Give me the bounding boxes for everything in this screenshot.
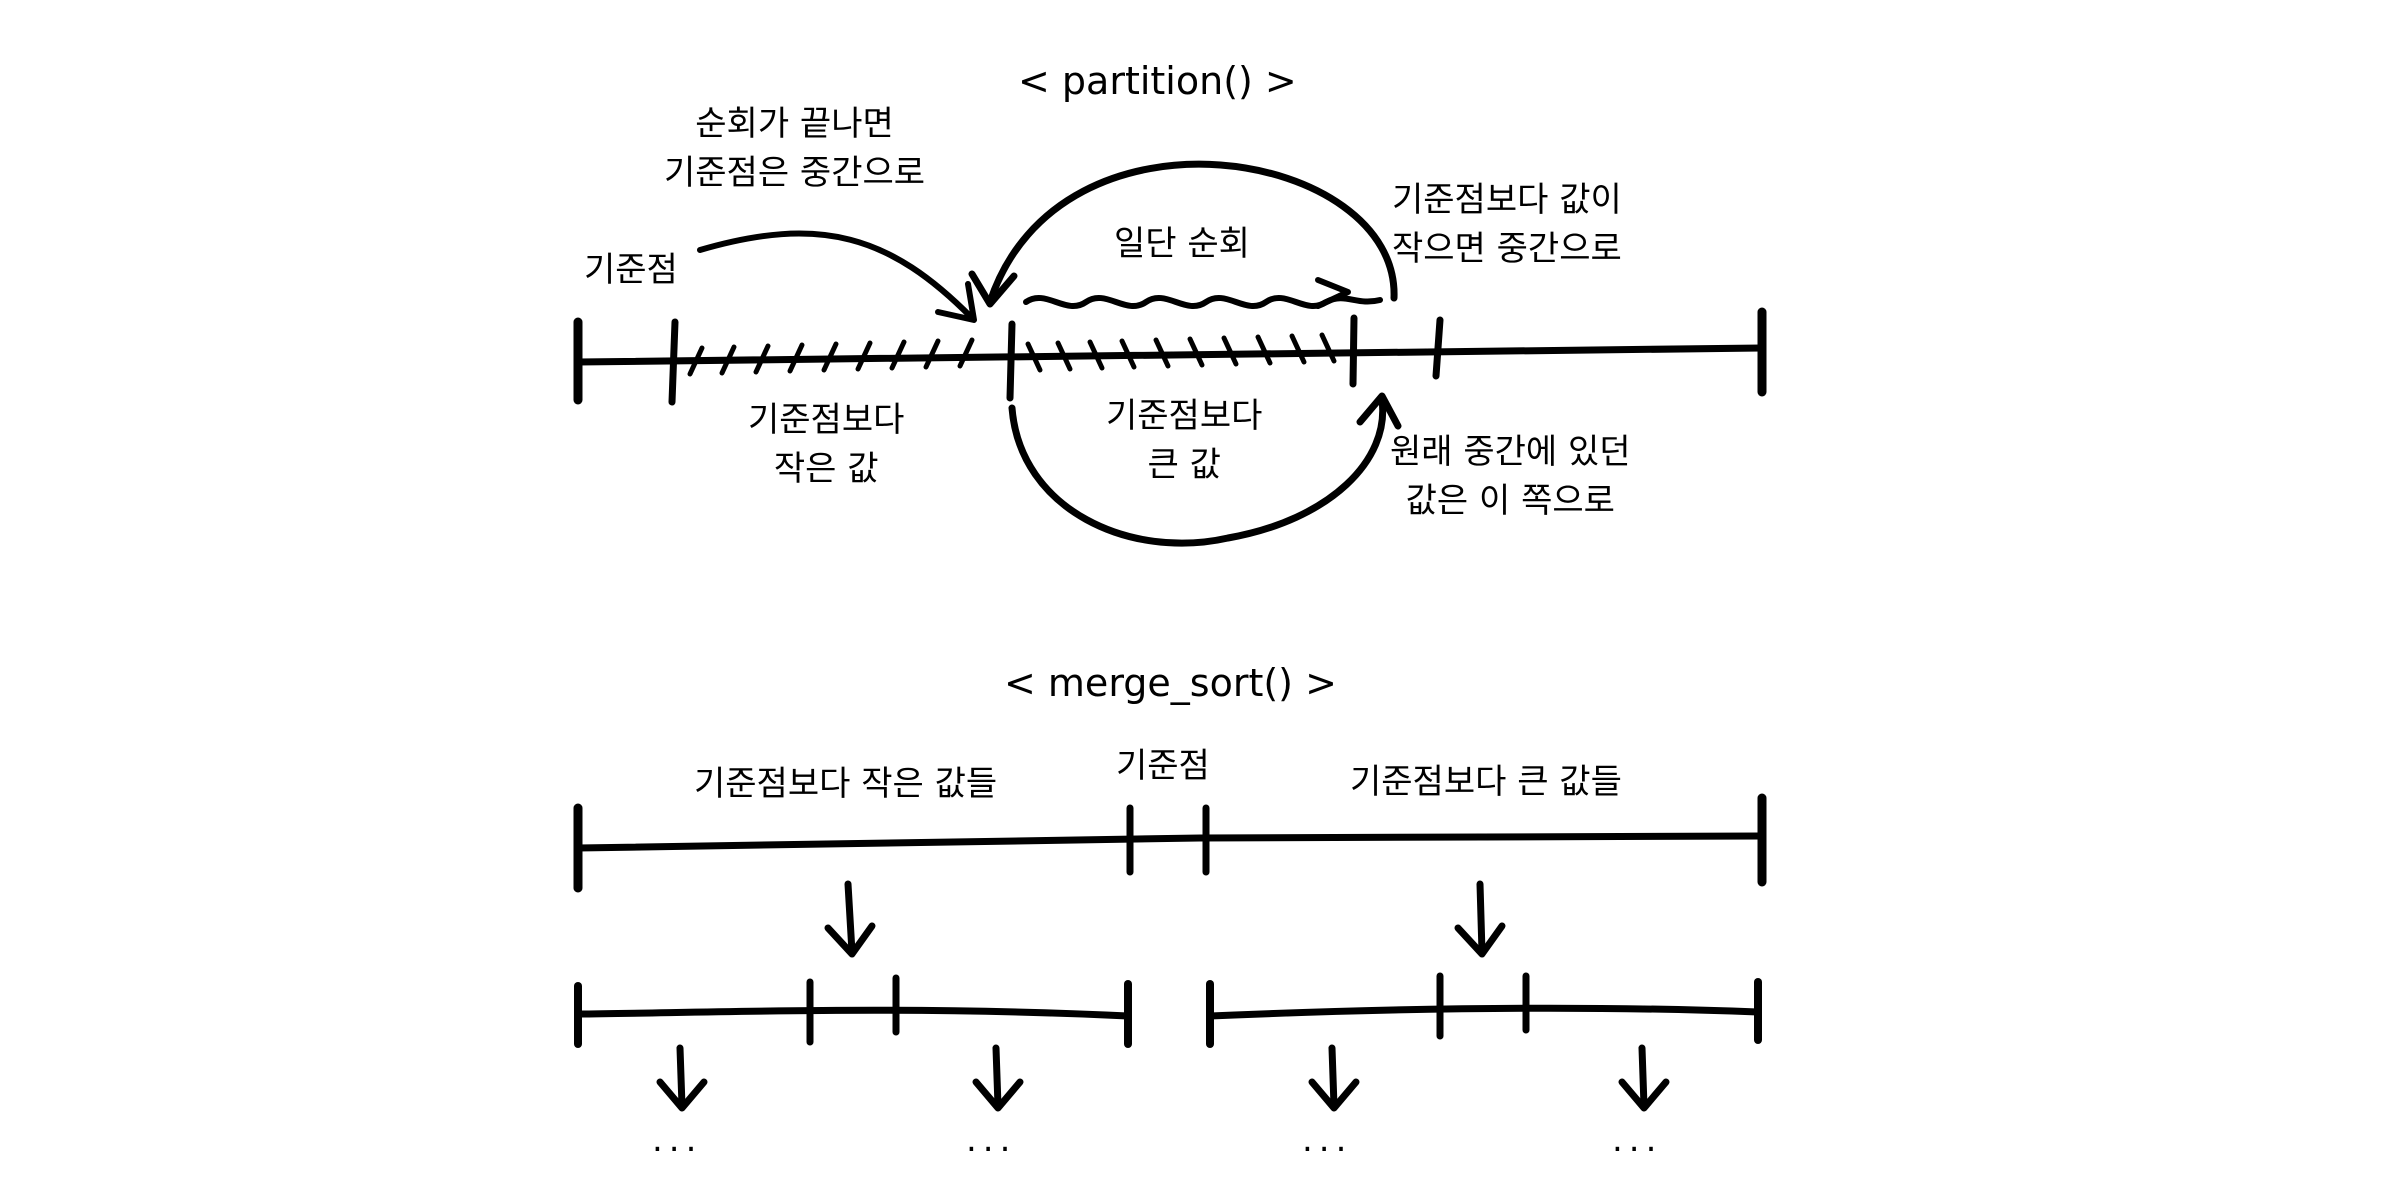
if-smaller-line-1: 기준점보다 값이: [1392, 180, 1622, 220]
recursion-arrowhead-2: [972, 1078, 1024, 1112]
if-smaller-line-2: 작으면 중간으로: [1392, 229, 1622, 270]
ellipsis-3: ...: [1302, 1120, 1353, 1160]
smaller-values-line-1: 기준점보다: [748, 400, 905, 440]
ellipsis-2: ...: [966, 1120, 1017, 1160]
merge-right-label: 기준점보다 큰 값들: [1350, 762, 1622, 802]
top-curved-arrowhead: [968, 270, 1018, 308]
recursion-arrows: [656, 1044, 1670, 1112]
top-curved-arrow: [986, 160, 1398, 306]
recursion-arrowhead-3: [1308, 1078, 1360, 1112]
split-arrow-left: [844, 880, 856, 956]
split-arrow-right: [1476, 880, 1486, 956]
sub-array-right-line: [1206, 1004, 1762, 1020]
partition-pivot-label: 기준점: [584, 250, 678, 290]
bottom-curved-arrowhead: [1356, 392, 1402, 430]
pivot-to-middle-arrowhead: [935, 281, 977, 323]
loop-label: 일단 순회: [1114, 224, 1250, 264]
smaller-values-hatching: [687, 337, 975, 377]
merge-sort-title: < merge_sort() >: [1004, 661, 1337, 705]
loop-wavy-arrowhead: [1315, 277, 1351, 309]
recursion-arrowhead-1: [656, 1078, 708, 1112]
after-loop-line-2: 기준점은 중간으로: [664, 153, 926, 194]
recursion-arrowhead-4: [1618, 1078, 1670, 1112]
merge-left-label: 기준점보다 작은 값들: [694, 764, 998, 804]
smaller-values-line-2: 작은 값: [773, 449, 879, 490]
ellipsis-4: ...: [1612, 1120, 1663, 1160]
merge-array-line: [574, 832, 1766, 852]
larger-values-line-2: 큰 값: [1147, 445, 1221, 486]
recursion-arrow-3: [1328, 1044, 1338, 1110]
scan-position-tick: [1349, 314, 1358, 388]
pivot-tick: [668, 318, 679, 406]
partition-title: < partition() >: [1018, 59, 1297, 103]
sub-array-left-line: [574, 1006, 1132, 1020]
smaller-values-label: 기준점보다 작은 값: [748, 396, 904, 495]
after-loop-label: 순회가 끝나면 기준점은 중간으로: [664, 100, 925, 199]
split-arrowhead-right: [1454, 922, 1506, 958]
original-middle-tick: [1432, 316, 1444, 380]
larger-values-line-1: 기준점보다: [1106, 396, 1263, 436]
ellipsis-1: ...: [652, 1120, 703, 1160]
recursion-arrow-4: [1638, 1044, 1648, 1110]
larger-values-label: 기준점보다 큰 값: [1106, 392, 1262, 491]
middle-boundary-tick: [1006, 320, 1016, 402]
if-smaller-label: 기준점보다 값이 작으면 중간으로: [1392, 176, 1622, 275]
recursion-arrow-2: [992, 1044, 1002, 1110]
pivot-to-middle-arrow: [697, 230, 975, 321]
partition-array-line: [574, 344, 1766, 366]
middle-value-label: 원래 중간에 있던 값은 이 쪽으로: [1390, 428, 1631, 527]
recursion-arrow-1: [676, 1044, 686, 1110]
bottom-curved-arrow: [1008, 396, 1387, 547]
partition-diagram: [573, 160, 1767, 547]
merge-pivot-label: 기준점: [1116, 746, 1210, 786]
merge-sort-diagram: [573, 793, 1767, 1112]
split-arrowhead-left: [824, 922, 876, 958]
middle-value-line-2: 값은 이 쪽으로: [1405, 481, 1615, 522]
middle-value-line-1: 원래 중간에 있던: [1390, 432, 1631, 472]
larger-values-hatching: [1025, 332, 1337, 373]
after-loop-line-1: 순회가 끝나면: [695, 104, 894, 144]
